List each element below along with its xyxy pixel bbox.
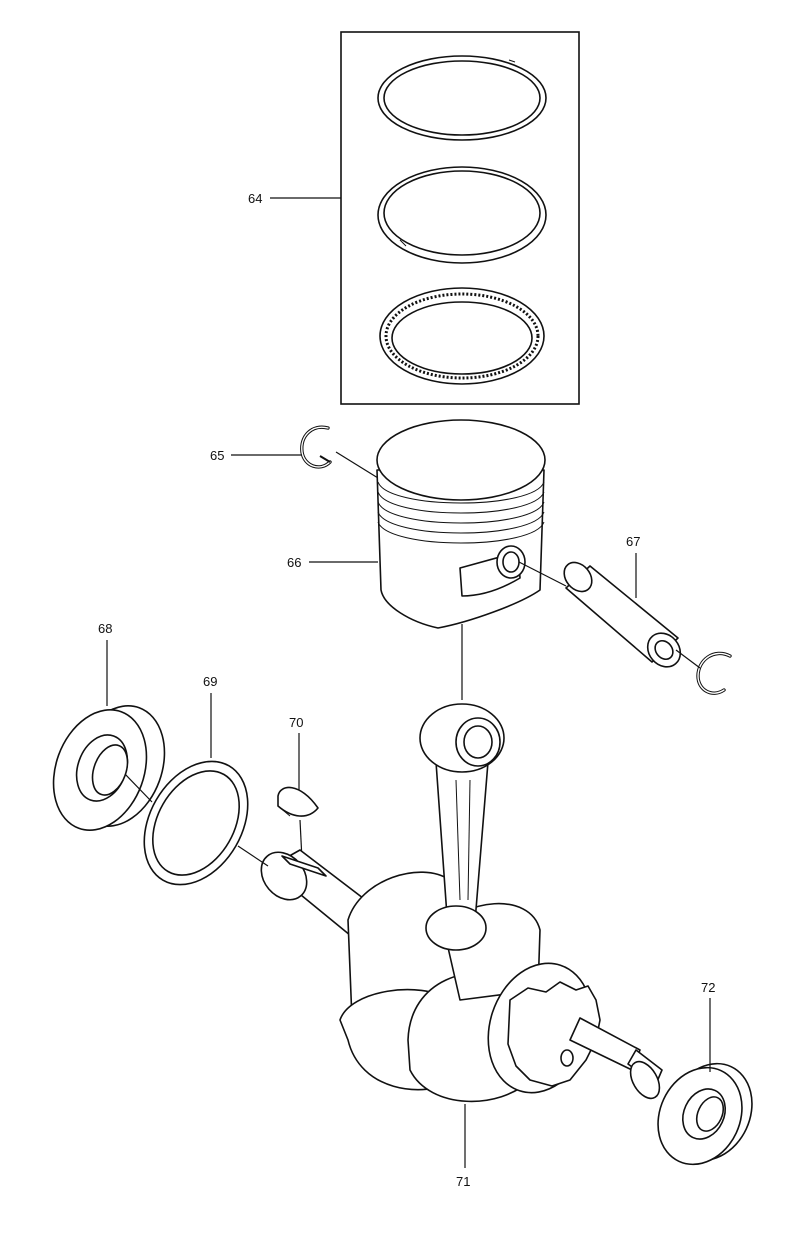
bearing-right <box>657 1062 753 1166</box>
callout-65: 65 <box>210 448 224 463</box>
callout-72: 72 <box>701 980 715 995</box>
callout-64: 64 <box>248 191 262 206</box>
piston <box>376 419 546 629</box>
piston-ring-middle <box>377 166 547 264</box>
piston-ring-set <box>340 31 580 405</box>
woodruff-key <box>277 786 319 817</box>
crankshaft <box>237 703 663 1103</box>
circlip-right <box>696 651 732 695</box>
leader-65-b <box>335 451 379 479</box>
piston-pin <box>563 561 682 668</box>
washer <box>143 760 249 886</box>
callout-67: 67 <box>626 534 640 549</box>
callout-66: 66 <box>287 555 301 570</box>
leader-69-b <box>124 773 153 803</box>
bearing-left <box>52 705 166 831</box>
leader-67-a <box>518 561 567 587</box>
callout-70: 70 <box>289 715 303 730</box>
callout-69: 69 <box>203 674 217 689</box>
piston-ring-oil <box>379 287 545 385</box>
piston-ring-top <box>377 55 547 141</box>
callout-71: 71 <box>456 1174 470 1189</box>
circlip-left <box>300 425 332 469</box>
leader-67-b <box>675 649 701 669</box>
callout-68: 68 <box>98 621 112 636</box>
